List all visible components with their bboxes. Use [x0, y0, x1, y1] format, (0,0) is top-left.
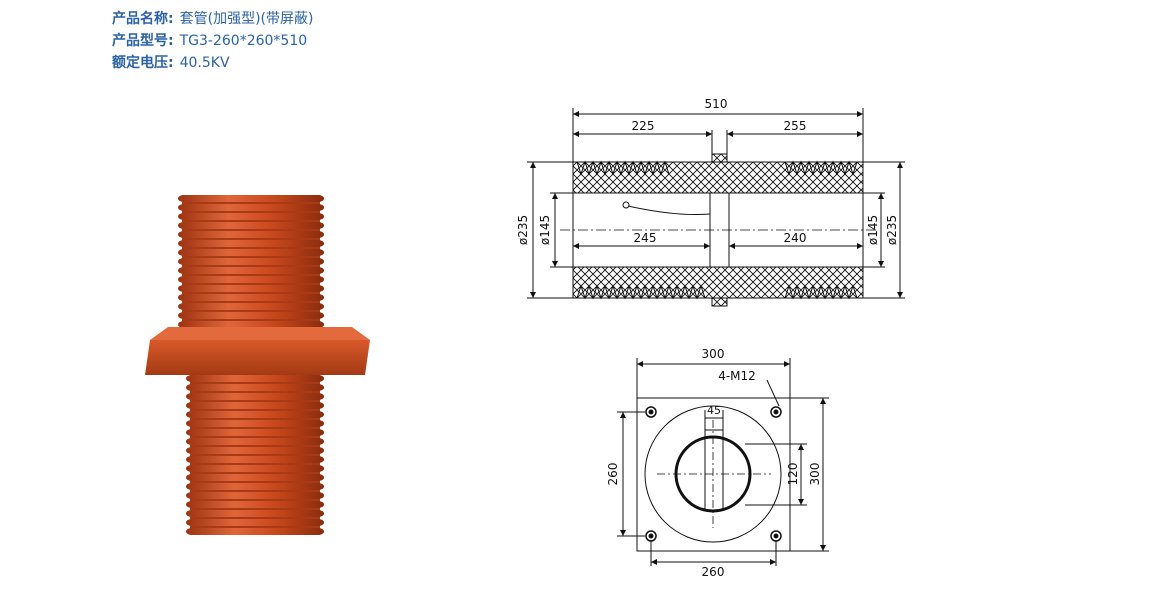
dim-inner-right: 240 [784, 231, 807, 245]
product-model-value: TG3-260*260*510 [179, 33, 308, 49]
product-name-row: 产品名称: 套管(加强型)(带屏蔽) [112, 8, 313, 30]
shed-rib [178, 249, 324, 256]
shed-rib [186, 402, 324, 409]
product-info: 产品名称: 套管(加强型)(带屏蔽) 产品型号: TG3-260*260*510 额… [112, 8, 313, 74]
shed-rib [178, 222, 324, 229]
shed-rib [186, 429, 324, 436]
shed-rib [186, 438, 324, 445]
flange-outer-circle [644, 405, 782, 543]
shed-rib [186, 474, 324, 481]
shield-wire [627, 205, 711, 216]
product-name-value: 套管(加强型)(带屏蔽) [179, 11, 314, 27]
shed-rib [186, 501, 324, 508]
shed-rib [178, 303, 324, 310]
shed-rib [178, 321, 324, 328]
shed-rib [178, 294, 324, 301]
rated-voltage-value: 40.5KV [179, 55, 230, 71]
shed-rib [186, 393, 324, 400]
dim-left-height: 260 [606, 463, 620, 486]
product-model-label: 产品型号: [112, 33, 174, 49]
shed-rib [186, 447, 324, 454]
dim-inner-diameter-left: ø145 [538, 215, 552, 245]
flange-bottom-projection [711, 297, 728, 307]
dim-outer-diameter-right: ø235 [885, 215, 899, 245]
mounting-flange [145, 340, 370, 375]
product-model-row: 产品型号: TG3-260*260*510 [112, 30, 313, 52]
dim-inner-diameter-right: ø145 [866, 215, 880, 245]
bushing-product-image [145, 195, 370, 535]
rated-voltage-row: 额定电压: 40.5KV [112, 52, 313, 74]
dim-inner-left: 245 [634, 231, 657, 245]
product-name-label: 产品名称: [112, 11, 174, 27]
bore-circle [674, 435, 752, 513]
shed-rib [186, 384, 324, 391]
shed-rib [186, 375, 324, 382]
dim-holes-spec: 4-M12 [718, 369, 756, 383]
lower-wall-section [572, 266, 864, 299]
side-view-drawing: 510 225 255 245 240 ø235 ø145 ø145 ø235 [516, 97, 905, 307]
upper-shed-ribs [178, 195, 324, 328]
conductor-slot [704, 429, 724, 511]
shed-rib [178, 267, 324, 274]
shed-rib [178, 231, 324, 238]
flange-plate [636, 397, 791, 552]
upper-right-sheds [784, 160, 858, 176]
dim-right-height: 300 [808, 463, 822, 486]
shed-rib [186, 420, 324, 427]
dim-top-width: 300 [702, 347, 725, 361]
lower-left-sheds [576, 284, 706, 300]
shed-rib [178, 213, 324, 220]
shed-rib [178, 240, 324, 247]
dim-angle: 45 [707, 404, 721, 417]
rated-voltage-label: 额定电压: [112, 55, 174, 71]
shed-rib [186, 519, 324, 526]
shield-terminal [622, 201, 630, 209]
dim-bottom-width: 260 [702, 565, 725, 579]
lower-right-sheds [784, 284, 858, 300]
dim-inner-height: 120 [786, 463, 800, 486]
shed-rib [186, 483, 324, 490]
dim-outer-diameter-left: ø235 [516, 215, 530, 245]
front-view-drawing: 300 4-M12 45 260 260 300 120 [606, 347, 829, 579]
shed-rib [178, 312, 324, 319]
upper-wall-section [572, 161, 864, 194]
shed-rib [178, 204, 324, 211]
shed-rib [178, 285, 324, 292]
dim-left-part: 225 [632, 119, 655, 133]
flange-top [150, 327, 370, 340]
shed-rib [178, 276, 324, 283]
shed-rib [186, 411, 324, 418]
lower-shed-ribs [186, 375, 324, 535]
mounting-holes [645, 406, 782, 542]
upper-left-sheds [576, 160, 670, 176]
dim-right-part: 255 [784, 119, 807, 133]
shed-rib [186, 465, 324, 472]
shed-rib [186, 510, 324, 517]
shed-rib [186, 492, 324, 499]
flange-top-projection [711, 153, 728, 163]
shed-rib [186, 456, 324, 463]
shed-rib [178, 195, 324, 202]
shed-rib [186, 528, 324, 535]
shed-rib [178, 258, 324, 265]
dim-total-length: 510 [705, 97, 728, 111]
